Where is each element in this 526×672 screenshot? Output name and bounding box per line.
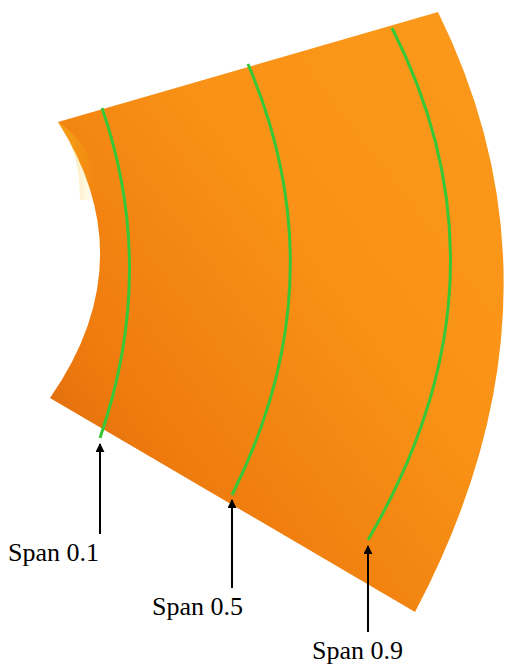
span-label: Span 0.5 [152, 592, 243, 622]
span-line [232, 64, 290, 495]
leader-arrow [99, 444, 101, 534]
span-line [368, 28, 451, 540]
blade-surface [50, 12, 504, 612]
leader-arrow [231, 500, 233, 588]
span-line [100, 108, 130, 438]
edge-highlight [58, 122, 96, 200]
span-label: Span 0.9 [312, 636, 403, 666]
leader-arrow [367, 546, 369, 632]
span-label: Span 0.1 [8, 538, 99, 568]
